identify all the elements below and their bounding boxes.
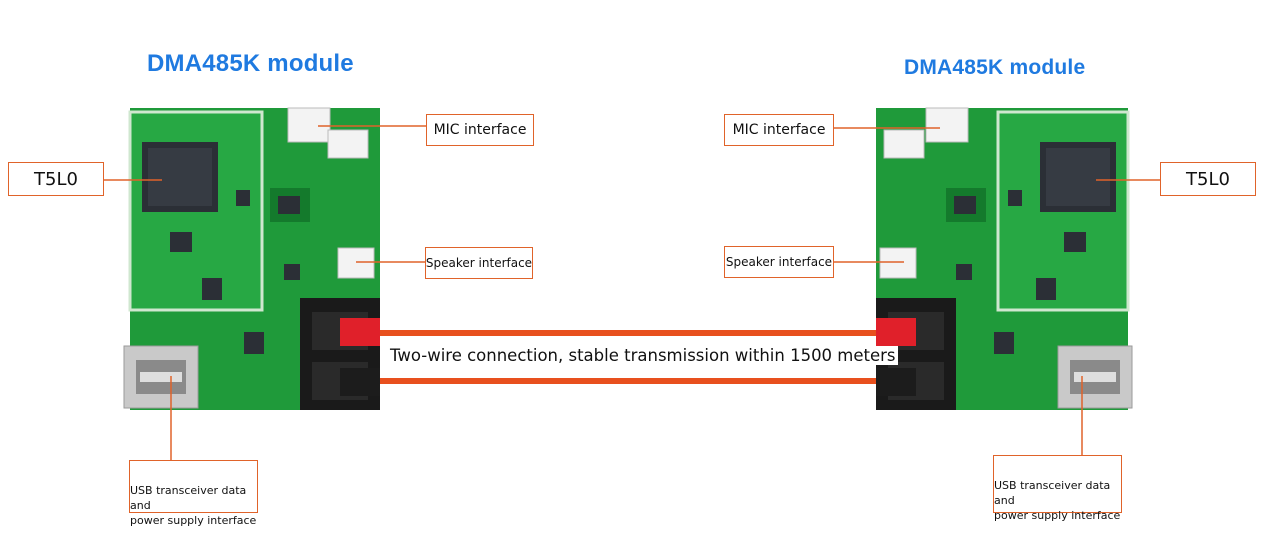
left-usb-interface-label: USB transceiver data and power supply in… <box>129 460 258 527</box>
right-usb-label-line1: USB transceiver data and <box>994 479 1111 507</box>
left-usb-label-line2: power supply interface <box>130 514 257 527</box>
right-usb-label-line2: power supply interface <box>994 509 1121 522</box>
left-pcb-board <box>123 107 380 410</box>
right-speaker-connector <box>879 247 917 279</box>
left-mic-connector <box>287 107 331 143</box>
right-t5l0-label: T5L0 <box>1160 162 1256 196</box>
right-usb-interface-label: USB transceiver data and power supply in… <box>993 455 1122 522</box>
right-module-title: DMA485K module <box>904 56 1086 79</box>
left-mic-interface-label: MIC interface <box>426 114 534 146</box>
two-wire-connection-label: Two-wire connection, stable transmission… <box>388 346 898 365</box>
left-usb-label-line1: USB transceiver data and <box>130 484 247 512</box>
left-speaker-interface-label: Speaker interface <box>425 247 533 279</box>
right-mic-interface-label: MIC interface <box>724 114 834 146</box>
right-mic-connector <box>925 107 969 143</box>
left-speaker-connector <box>337 247 375 279</box>
left-module-title: DMA485K module <box>147 50 354 77</box>
right-speaker-interface-label: Speaker interface <box>724 246 834 278</box>
left-t5l0-label: T5L0 <box>8 162 104 196</box>
right-pcb-board <box>876 107 1133 410</box>
